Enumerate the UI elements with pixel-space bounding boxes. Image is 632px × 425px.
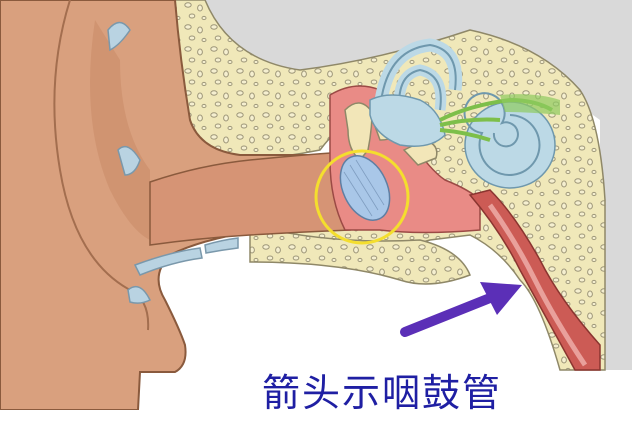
arrow-pointer (400, 282, 522, 337)
eardrum (339, 155, 391, 221)
cartilage-upper (117, 145, 141, 176)
nerve-bundle (500, 94, 560, 115)
cartilage-lobe (127, 285, 152, 304)
cartilage-canal-bottom (133, 247, 203, 276)
background-region (190, 0, 632, 370)
eardrum-lines (343, 159, 385, 217)
caption-background (190, 372, 632, 425)
cartilage-top (107, 21, 131, 52)
eustachian-tube-lining (487, 203, 588, 367)
circle-highlight (314, 149, 410, 245)
cochlea (463, 92, 556, 189)
caption-text: 箭头示咽鼓管 (262, 371, 503, 415)
malleus (344, 102, 373, 162)
vestibule (369, 94, 446, 147)
auricle-shadow (90, 20, 150, 240)
cartilage-canal-bottom2 (204, 237, 239, 254)
